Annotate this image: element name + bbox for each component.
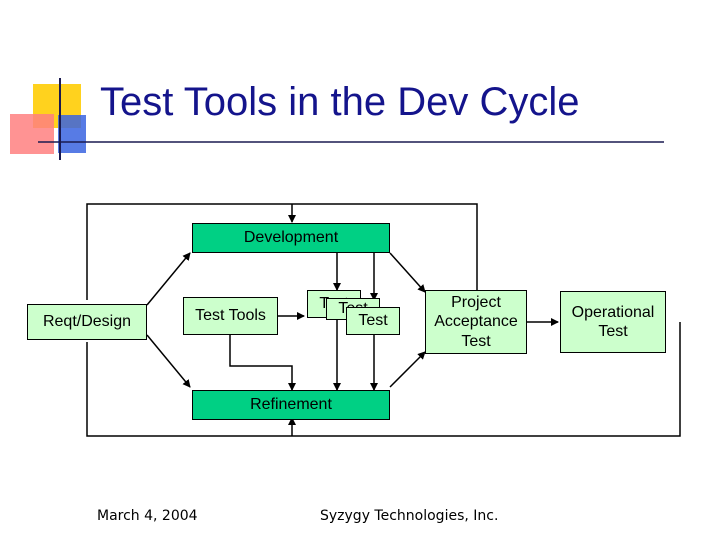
test-box-front: Test bbox=[346, 307, 400, 335]
development-to-acceptance-arrow bbox=[389, 252, 426, 293]
slide-title: Test Tools in the Dev Cycle bbox=[100, 80, 580, 124]
bottom-loop-connector bbox=[86, 322, 681, 437]
deco-red-square bbox=[10, 114, 54, 154]
reqt-to-refinement-arrow bbox=[146, 334, 191, 388]
operational-line-1: Operational bbox=[571, 303, 655, 321]
operational-line-2: Test bbox=[598, 323, 628, 340]
tools-to-refinement-arrow bbox=[229, 335, 296, 391]
footer-date: March 4, 2004 bbox=[97, 508, 198, 524]
refinement-to-acceptance-arrow bbox=[389, 351, 426, 388]
operational-test-box: Operational Test bbox=[560, 291, 666, 353]
reqt-to-development-arrow bbox=[146, 252, 191, 306]
reqt-design-box: Reqt/Design bbox=[27, 304, 147, 340]
footer-company: Syzygy Technologies, Inc. bbox=[320, 508, 499, 524]
test-tools-box: Test Tools bbox=[183, 297, 278, 335]
development-box: Development bbox=[192, 223, 390, 253]
project-acceptance-test-box: Project Acceptance Test bbox=[425, 290, 527, 354]
refinement-label: Refinement bbox=[250, 396, 332, 414]
test-tools-label: Test Tools bbox=[195, 307, 266, 325]
reqt-design-label: Reqt/Design bbox=[42, 313, 132, 331]
development-label: Development bbox=[243, 229, 339, 247]
deco-blue-square bbox=[58, 115, 86, 153]
project-acceptance-line-2: Acceptance bbox=[434, 313, 518, 331]
project-acceptance-line-3: Test bbox=[461, 332, 491, 350]
project-acceptance-line-1: Project bbox=[451, 294, 501, 312]
test-label-front: Test bbox=[358, 312, 388, 330]
refinement-box: Refinement bbox=[192, 390, 390, 420]
top-loop-connector bbox=[86, 203, 478, 300]
